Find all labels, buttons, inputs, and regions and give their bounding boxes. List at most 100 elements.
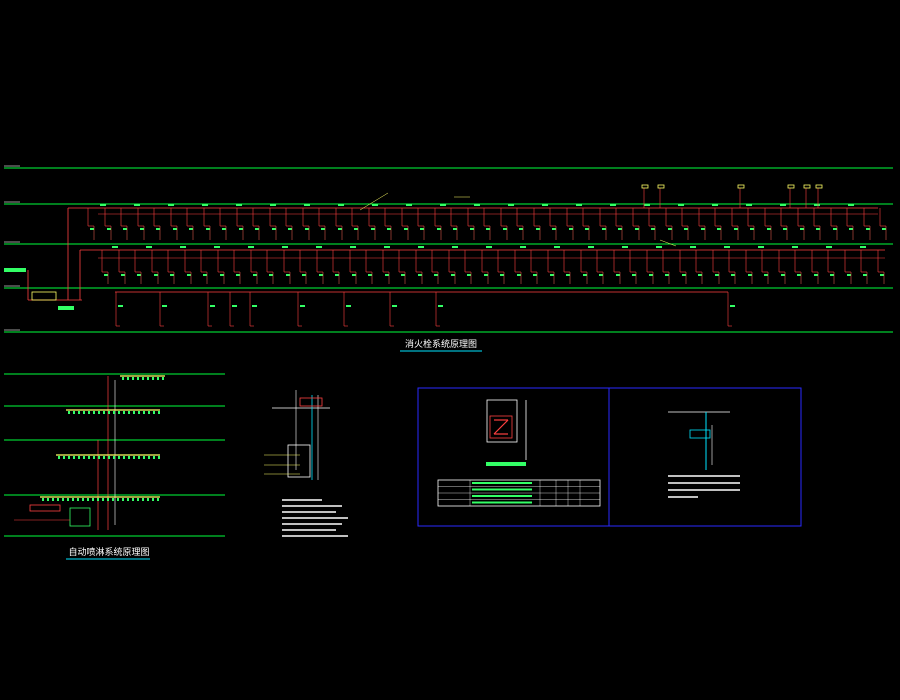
sprinkler-head: [102, 498, 104, 501]
cabinet-symbol: [493, 419, 509, 435]
hydrant-tag-lower: [170, 274, 174, 276]
sprinkler-head: [47, 498, 49, 501]
basement-tag: [232, 305, 237, 307]
sprinkler-head: [87, 498, 89, 501]
sprinkler-head: [103, 411, 105, 414]
sprinkler-head: [92, 498, 94, 501]
hydrant-tag-lower: [418, 274, 422, 276]
hydrant-tag-lower: [632, 274, 636, 276]
pipe-size-tag: [350, 246, 356, 248]
sprinkler-head: [68, 411, 70, 414]
pipe-size-tag: [542, 204, 548, 206]
hydrant-tag-lower: [236, 274, 240, 276]
sprinkler-head: [93, 411, 95, 414]
sprinkler-head: [72, 498, 74, 501]
sprinkler-head: [162, 377, 164, 380]
hydrant-tag-lower: [731, 274, 735, 276]
annotation-leader: [659, 239, 677, 247]
hydrant-tag-lower: [863, 274, 867, 276]
hydrant-tag-lower: [269, 274, 273, 276]
roof-valve: [803, 184, 811, 189]
hydrant-tag-upper: [107, 228, 111, 230]
sprinkler-head: [137, 377, 139, 380]
hydrant-tag-upper: [470, 228, 474, 230]
hydrant-tag-lower: [253, 274, 257, 276]
sprinkler-head: [142, 498, 144, 501]
detail-fitting: [689, 429, 711, 439]
sprinkler-head: [103, 456, 105, 459]
hydrant-tag-upper: [651, 228, 655, 230]
pipe-size-tag: [780, 204, 786, 206]
sprinkler-system-diagram: [4, 373, 225, 537]
sprinkler-head: [118, 456, 120, 459]
hydrant-tag-lower: [649, 274, 653, 276]
alarm-valve: [29, 504, 61, 512]
pump-cabinet: [287, 444, 311, 478]
sprinkler-head: [97, 498, 99, 501]
hydrant-tag-lower: [154, 274, 158, 276]
sprinkler-head: [128, 456, 130, 459]
pipe-size-tag: [282, 246, 288, 248]
hydrant-system-diagram: [4, 165, 893, 333]
pipe-size-tag: [214, 246, 220, 248]
pipe-size-tag: [406, 204, 412, 206]
hydrant-tag-lower: [533, 274, 537, 276]
pipe-size-tag: [180, 246, 186, 248]
hydrant-tag-lower: [797, 274, 801, 276]
hydrant-tag-upper: [321, 228, 325, 230]
basement-tag: [346, 305, 351, 307]
hydrant-tag-lower: [302, 274, 306, 276]
basement-tag: [252, 305, 257, 307]
hydrant-tag-upper: [123, 228, 127, 230]
hydrant-tag-upper: [602, 228, 606, 230]
sprinkler-head: [52, 498, 54, 501]
pipe-size-tag: [576, 204, 582, 206]
pipe-size-tag: [440, 204, 446, 206]
pipe-size-tag: [112, 246, 118, 248]
sprinkler-head: [57, 498, 59, 501]
hydrant-tag-lower: [319, 274, 323, 276]
hydrant-tag-lower: [104, 274, 108, 276]
basement-tag: [210, 305, 215, 307]
sprinkler-head: [93, 456, 95, 459]
hydrant-tag-upper: [717, 228, 721, 230]
sprinkler-head: [98, 411, 100, 414]
hydrant-tag-upper: [635, 228, 639, 230]
sprinkler-head: [82, 498, 84, 501]
hydrant-tag-lower: [335, 274, 339, 276]
hydrant-tag-lower: [203, 274, 207, 276]
hydrant-tag-upper: [767, 228, 771, 230]
pump-set: [31, 291, 57, 301]
hydrant-tag-lower: [814, 274, 818, 276]
sprinkler-head: [153, 456, 155, 459]
sprinkler-head: [132, 498, 134, 501]
hydrant-tag-lower: [467, 274, 471, 276]
tank-outline: [299, 397, 323, 407]
pipe-size-tag: [452, 246, 458, 248]
hydrant-tag-upper: [585, 228, 589, 230]
roof-valve: [641, 184, 649, 189]
hydrant-tag-lower: [137, 274, 141, 276]
pipe-size-tag: [814, 204, 820, 206]
sprinkler-head: [117, 498, 119, 501]
hydrant-tag-upper: [140, 228, 144, 230]
pipe-size-tag: [588, 246, 594, 248]
sprinkler-head: [73, 456, 75, 459]
pipe-size-tag: [724, 246, 730, 248]
annotation-leader: [359, 192, 389, 211]
pipe-size-tag: [848, 204, 854, 206]
pipe-size-tag: [690, 246, 696, 248]
sprinkler-head: [78, 411, 80, 414]
basement-tag: [300, 305, 305, 307]
hydrant-tag-upper: [701, 228, 705, 230]
hydrant-tag-lower: [583, 274, 587, 276]
hydrant-tag-lower: [566, 274, 570, 276]
pipe-size-tag: [100, 204, 106, 206]
sprinkler-head: [138, 456, 140, 459]
hydrant-tag-lower: [434, 274, 438, 276]
hydrant-tag-upper: [189, 228, 193, 230]
table-cell-text: [472, 482, 532, 484]
sprinkler-head: [153, 411, 155, 414]
hydrant-tag-upper: [618, 228, 622, 230]
sprinkler-system-title: 自动喷淋系统原理图: [68, 546, 149, 558]
